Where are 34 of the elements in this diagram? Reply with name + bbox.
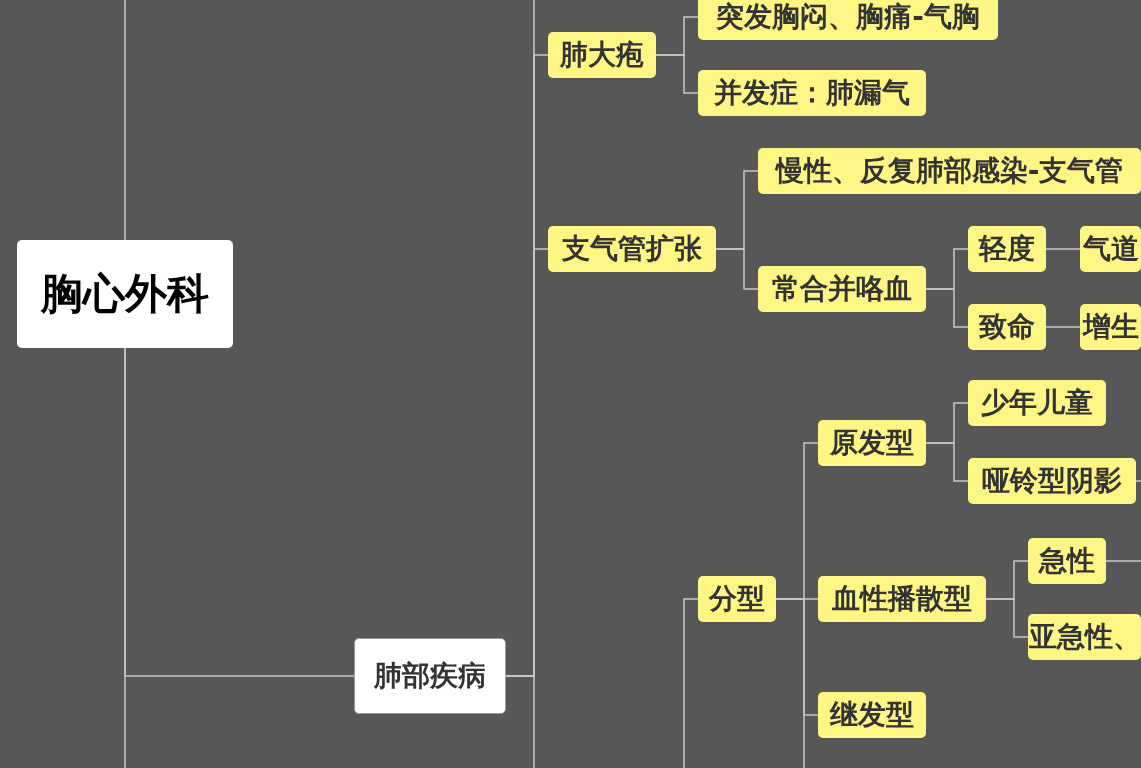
subtopic-box: 少年儿童 xyxy=(968,380,1106,426)
topic-box: 肺部疾病 xyxy=(354,638,506,714)
subtopic-box: 分型 xyxy=(698,576,776,622)
connector-line xyxy=(683,598,699,768)
connector-line xyxy=(655,54,699,94)
subtopic-box: 并发症：肺漏气 xyxy=(698,70,926,116)
subtopic-box: 血性播散型 xyxy=(818,576,986,622)
subtopic-box: 亚急性、 xyxy=(1028,614,1141,660)
subtopic-box: 原发型 xyxy=(818,420,926,466)
central-topic-box: 胸心外科 xyxy=(17,240,233,348)
subtopic-box: 气道 xyxy=(1080,226,1141,272)
connector-line xyxy=(985,598,1029,638)
connector-line xyxy=(775,598,805,768)
subtopic-box: 常合并咯血 xyxy=(758,266,926,312)
subtopic-box: 慢性、反复肺部感染-支气管 xyxy=(758,148,1141,194)
subtopic-box: 继发型 xyxy=(818,692,926,738)
subtopic-box: 哑铃型阴影 xyxy=(968,458,1136,504)
subtopic-box: 突发胸闷、胸痛-气胸 xyxy=(698,0,998,40)
connector-line xyxy=(124,0,127,241)
connector-line xyxy=(1045,326,1081,328)
subtopic-box: 增生 xyxy=(1080,304,1141,350)
subtopic-box: 肺大疱 xyxy=(548,32,656,78)
subtopic-box: 支气管扩张 xyxy=(548,226,716,272)
subtopic-box: 致命 xyxy=(968,304,1046,350)
connector-line xyxy=(505,675,535,768)
connector-line xyxy=(124,347,127,768)
connector-line xyxy=(1105,560,1141,562)
subtopic-box: 轻度 xyxy=(968,226,1046,272)
connector-line xyxy=(925,442,969,482)
connector-line xyxy=(925,288,969,328)
subtopic-box: 急性 xyxy=(1028,538,1106,584)
connector-line xyxy=(715,248,759,290)
connector-line xyxy=(1135,480,1141,482)
connector-line xyxy=(1045,248,1081,250)
